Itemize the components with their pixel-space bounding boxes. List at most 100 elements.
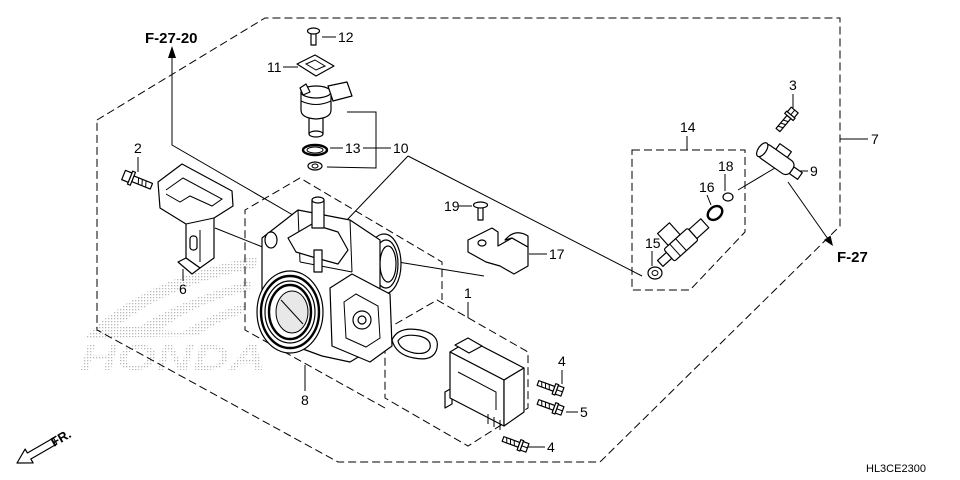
sensor-gasket xyxy=(391,328,438,360)
f27-reference-line xyxy=(787,181,829,240)
fuel-joint-part-9 xyxy=(756,142,803,180)
throttle-rear-bore-inner xyxy=(379,245,397,283)
up-arrow-icon xyxy=(168,46,176,58)
bolt-2-head xyxy=(121,169,133,183)
f27-20-reference-line xyxy=(171,57,299,219)
link-bracket-17-to-throttle xyxy=(397,261,485,277)
bracket-6-fold xyxy=(185,217,215,262)
injector-rings xyxy=(669,238,687,257)
callout-5: 5 xyxy=(580,404,588,420)
bolt-part-3 xyxy=(773,105,800,135)
callout-14: 14 xyxy=(680,119,696,135)
o-ring-13-outer xyxy=(301,143,329,157)
gasket-11-opening xyxy=(304,59,327,71)
bracket-part-6 xyxy=(157,163,234,275)
screw-part-12 xyxy=(306,27,321,46)
bracket-6-foot xyxy=(177,257,201,275)
callout-4-lower: 4 xyxy=(547,439,555,455)
throttle-left-stub xyxy=(264,231,278,249)
bracket-10-leader xyxy=(326,111,377,169)
leader-lines xyxy=(137,36,868,448)
callout-16: 16 xyxy=(699,179,715,195)
gasket-11-plate xyxy=(296,54,335,77)
callout-7: 7 xyxy=(871,131,879,147)
injector-inlet xyxy=(688,218,710,240)
bracket-6-slot xyxy=(189,235,198,251)
map-sensor xyxy=(299,81,353,138)
sensor-seal-outer xyxy=(307,161,323,171)
assembly-boundary xyxy=(96,17,841,463)
sensor-unit-side xyxy=(503,367,525,427)
callout-13: 13 xyxy=(345,140,361,156)
front-arrow-icon xyxy=(16,437,58,464)
map-sensor-body xyxy=(300,91,332,120)
throttle-shaft xyxy=(357,315,367,325)
o-ring-part-18 xyxy=(722,192,734,202)
callout-18: 18 xyxy=(718,158,734,174)
honda-wing-logo xyxy=(84,256,258,338)
screw-part-19 xyxy=(472,201,489,221)
fuel-joint-9-nipple xyxy=(788,166,803,180)
bolt-part-2 xyxy=(121,169,154,190)
bolt-part-4-lower xyxy=(500,433,530,454)
throttle-valve-plate xyxy=(280,299,304,325)
callout-11: 11 xyxy=(267,59,282,75)
sensor-seal-inner xyxy=(311,163,319,169)
link-throttle-to-injector xyxy=(407,155,643,277)
honda-watermark: HONDA xyxy=(80,256,266,378)
o-ring-part-13 xyxy=(301,143,329,157)
map-sensor-band xyxy=(300,100,332,105)
injector-group-boundary xyxy=(631,149,746,291)
map-sensor-tab xyxy=(299,83,311,96)
throttle-front-bore-ring-3 xyxy=(267,283,313,341)
leader-16 xyxy=(706,194,712,206)
callout-3: 3 xyxy=(789,77,797,93)
callout-1: 1 xyxy=(464,285,472,301)
part-number-labels: 12 11 13 10 2 6 8 1 4 5 4 19 17 14 18 16… xyxy=(134,29,879,455)
bracket-17-hole xyxy=(477,239,487,247)
seal-15-outer xyxy=(647,266,663,280)
bracket-6-body xyxy=(157,163,234,269)
sensor-unit-part-1 xyxy=(444,337,525,430)
callout-12: 12 xyxy=(338,29,354,45)
map-sensor-connector xyxy=(327,81,353,102)
gasket-part-11 xyxy=(296,54,335,77)
seal-part-15 xyxy=(647,266,663,280)
map-sensor-nozzle-tip xyxy=(308,130,324,138)
callout-19: 19 xyxy=(444,198,460,214)
diagram-code: HL3CE2300 xyxy=(866,463,926,475)
o-ring-part-16 xyxy=(706,204,724,222)
reference-f27: F-27 xyxy=(837,249,868,266)
screw-19-head xyxy=(472,201,489,209)
callout-6: 6 xyxy=(179,281,187,297)
down-right-arrow-icon xyxy=(824,235,833,246)
screw-12-head xyxy=(306,27,321,35)
bolt-part-4-upper xyxy=(535,377,565,398)
bracket-6-rib xyxy=(165,177,223,207)
bracket-17-tab xyxy=(504,232,529,248)
callout-8: 8 xyxy=(301,392,309,408)
o-ring-13-inner xyxy=(306,146,324,154)
sensor-unit-mount xyxy=(454,337,483,354)
link-throttle-to-bracket-10 xyxy=(344,155,409,223)
reference-f27-20: F-27-20 xyxy=(145,30,198,47)
throttle-top-stub-cap xyxy=(311,196,325,204)
sensor-seal xyxy=(307,161,323,171)
callout-17: 17 xyxy=(549,246,565,262)
throttle-vertical-stub xyxy=(313,249,323,273)
callout-4-upper: 4 xyxy=(558,353,566,369)
throttle-front-bore-ring-1 xyxy=(259,274,321,350)
bracket-part-17 xyxy=(467,227,529,275)
fuel-injector xyxy=(656,218,710,267)
fuel-joint-9-end xyxy=(756,142,769,158)
callout-15: 15 xyxy=(645,235,661,251)
throttle-body-part-8 xyxy=(256,196,402,363)
sensor-gasket-inner xyxy=(397,334,431,355)
callout-9: 9 xyxy=(810,163,818,179)
sensor-unit-group-boundary xyxy=(384,299,529,447)
throttle-top-stub xyxy=(311,199,325,229)
callout-2: 2 xyxy=(134,140,142,156)
front-direction-indicator: FR. xyxy=(16,426,74,464)
sensor-unit-detail xyxy=(457,371,497,410)
